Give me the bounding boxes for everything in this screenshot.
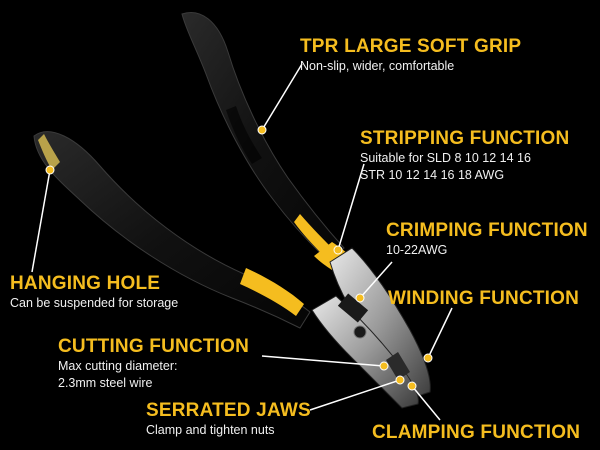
feature-cutting: CUTTING FUNCTION Max cutting diameter: 2… (58, 336, 249, 392)
feature-grip: TPR LARGE SOFT GRIP Non-slip, wider, com… (300, 36, 521, 75)
feature-crimping-title: CRIMPING FUNCTION (386, 220, 588, 241)
callout-dots (45, 125, 433, 391)
serr-callout-line (309, 379, 401, 411)
wind-callout-dot (423, 353, 433, 363)
hang-callout-line (31, 169, 51, 273)
crimp-callout-line (359, 261, 393, 299)
feature-stripping-desc-line2: STR 10 12 14 16 18 AWG (360, 168, 505, 182)
feature-hanging: HANGING HOLE Can be suspended for storag… (10, 273, 178, 312)
feature-winding-title: WINDING FUNCTION (388, 288, 580, 309)
grip-callout-dot (257, 125, 267, 135)
feature-serrated-desc: Clamp and tighten nuts (146, 423, 275, 437)
feature-serrated: SERRATED JAWS Clamp and tighten nuts (146, 400, 311, 439)
strip-callout-dot (333, 245, 343, 255)
feature-grip-desc: Non-slip, wider, comfortable (300, 59, 455, 73)
feature-cutting-desc-line1: Max cutting diameter: (58, 359, 178, 373)
cut-callout-dot (379, 361, 389, 371)
clamp-callout-line (411, 385, 441, 421)
feature-cutting-title: CUTTING FUNCTION (58, 336, 250, 357)
pliers-head (311, 247, 431, 409)
clamp-callout-dot (407, 381, 417, 391)
crimp-callout-dot (355, 293, 365, 303)
feature-serrated-title: SERRATED JAWS (146, 400, 311, 421)
feature-hanging-title: HANGING HOLE (10, 273, 161, 294)
grip-callout-line (261, 63, 303, 131)
feature-clamping-title: CLAMPING FUNCTION (372, 422, 581, 443)
lower-handle (33, 131, 311, 329)
feature-stripping-title: STRIPPING FUNCTION (360, 128, 570, 149)
feature-hanging-desc: Can be suspended for storage (10, 296, 179, 310)
feature-stripping-desc-line1: Suitable for SLD 8 10 12 14 16 (360, 151, 531, 165)
feature-stripping: STRIPPING FUNCTION Suitable for SLD 8 10… (360, 128, 569, 184)
feature-crimping-desc: 10-22AWG (386, 243, 448, 257)
cut-callout-line (261, 355, 385, 367)
serr-callout-dot (395, 375, 405, 385)
hang-callout-dot (45, 165, 55, 175)
feature-clamping: CLAMPING FUNCTION (372, 422, 580, 444)
strip-callout-line (337, 163, 365, 251)
feature-winding: WINDING FUNCTION (388, 288, 579, 310)
wind-callout-line (427, 307, 453, 359)
feature-crimping: CRIMPING FUNCTION 10-22AWG (386, 220, 588, 259)
callout-lines (31, 63, 453, 421)
feature-cutting-desc-line2: 2.3mm steel wire (58, 376, 153, 390)
feature-grip-title: TPR LARGE SOFT GRIP (300, 36, 522, 57)
